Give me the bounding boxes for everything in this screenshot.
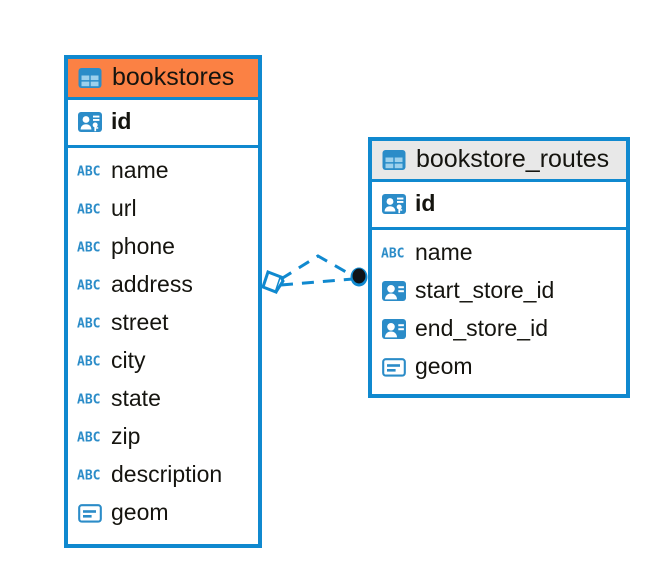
geometry-icon	[382, 357, 406, 377]
text-abc-icon: ABC	[77, 468, 100, 482]
column-label: street	[111, 309, 169, 335]
text-abc-icon: ABC	[381, 246, 404, 260]
svg-text:ABC: ABC	[381, 246, 404, 260]
column-label: zip	[111, 423, 141, 449]
column-row-url[interactable]: ABC url	[77, 190, 250, 228]
columns-section: ABC name start_store_id	[372, 230, 626, 392]
entity-title: bookstores	[112, 63, 235, 91]
relationship-line-start-store-id[interactable]	[280, 254, 356, 281]
column-row-city[interactable]: ABC city	[77, 342, 250, 380]
column-row-state[interactable]: ABC state	[77, 380, 250, 418]
text-abc-icon: ABC	[77, 354, 100, 368]
column-row-zip[interactable]: ABC zip	[77, 418, 250, 456]
column-row-address[interactable]: ABC address	[77, 266, 250, 304]
column-row-geom[interactable]: geom	[77, 494, 250, 532]
column-row-name[interactable]: ABC name	[77, 152, 250, 190]
entity-bookstore-routes[interactable]: bookstore_routes id ABC	[368, 137, 630, 398]
svg-text:ABC: ABC	[77, 240, 100, 254]
entity-bookstores[interactable]: bookstores id ABC	[64, 55, 262, 548]
foreign-key-icon	[382, 280, 406, 301]
column-label: description	[111, 461, 223, 487]
diamond-crowfoot-marker[interactable]	[261, 270, 285, 294]
column-label: name	[111, 157, 169, 183]
text-abc-icon: ABC	[77, 392, 100, 406]
column-label: state	[111, 385, 161, 411]
relationship-line-end-store-id[interactable]	[280, 277, 354, 287]
primary-key-icon	[78, 111, 102, 132]
column-row-name[interactable]: ABC name	[381, 234, 618, 272]
column-label: id	[111, 108, 132, 134]
text-abc-icon: ABC	[77, 278, 100, 292]
primary-key-icon	[382, 193, 406, 214]
text-abc-icon: ABC	[77, 240, 100, 254]
column-label: name	[415, 239, 473, 265]
geometry-icon	[78, 503, 102, 523]
column-row-end-store-id[interactable]: end_store_id	[381, 310, 618, 348]
svg-text:ABC: ABC	[77, 164, 100, 178]
column-label: id	[415, 190, 436, 216]
svg-text:ABC: ABC	[77, 316, 100, 330]
entity-header-bookstore-routes[interactable]: bookstore_routes	[372, 141, 626, 182]
foreign-key-icon	[382, 318, 406, 339]
text-abc-icon: ABC	[77, 430, 100, 444]
text-abc-icon: ABC	[77, 164, 100, 178]
text-abc-icon: ABC	[77, 202, 100, 216]
column-row-phone[interactable]: ABC phone	[77, 228, 250, 266]
columns-section: ABC name ABC url ABC phone ABC ad	[68, 148, 258, 538]
svg-text:ABC: ABC	[77, 354, 100, 368]
column-row-geom[interactable]: geom	[381, 348, 618, 386]
svg-text:ABC: ABC	[77, 430, 100, 444]
table-icon	[78, 67, 102, 88]
column-row-start-store-id[interactable]: start_store_id	[381, 272, 618, 310]
column-row-description[interactable]: ABC description	[77, 456, 250, 494]
column-label: url	[111, 195, 137, 221]
svg-text:ABC: ABC	[77, 392, 100, 406]
column-row-id[interactable]: id	[77, 103, 250, 141]
svg-text:ABC: ABC	[77, 278, 100, 292]
svg-text:ABC: ABC	[77, 202, 100, 216]
filled-dot-marker[interactable]	[350, 267, 368, 287]
text-abc-icon: ABC	[77, 316, 100, 330]
column-row-id[interactable]: id	[381, 185, 618, 223]
svg-text:ABC: ABC	[77, 468, 100, 482]
primary-key-section: id	[372, 182, 626, 230]
primary-key-section: id	[68, 100, 258, 148]
column-label: city	[111, 347, 146, 373]
column-label: geom	[415, 353, 473, 379]
column-row-street[interactable]: ABC street	[77, 304, 250, 342]
column-label: geom	[111, 499, 169, 525]
entity-header-bookstores[interactable]: bookstores	[68, 59, 258, 100]
column-label: phone	[111, 233, 175, 259]
column-label: start_store_id	[415, 277, 555, 303]
entity-title: bookstore_routes	[416, 145, 610, 173]
column-label: end_store_id	[415, 315, 548, 341]
table-icon	[382, 149, 406, 170]
column-label: address	[111, 271, 193, 297]
